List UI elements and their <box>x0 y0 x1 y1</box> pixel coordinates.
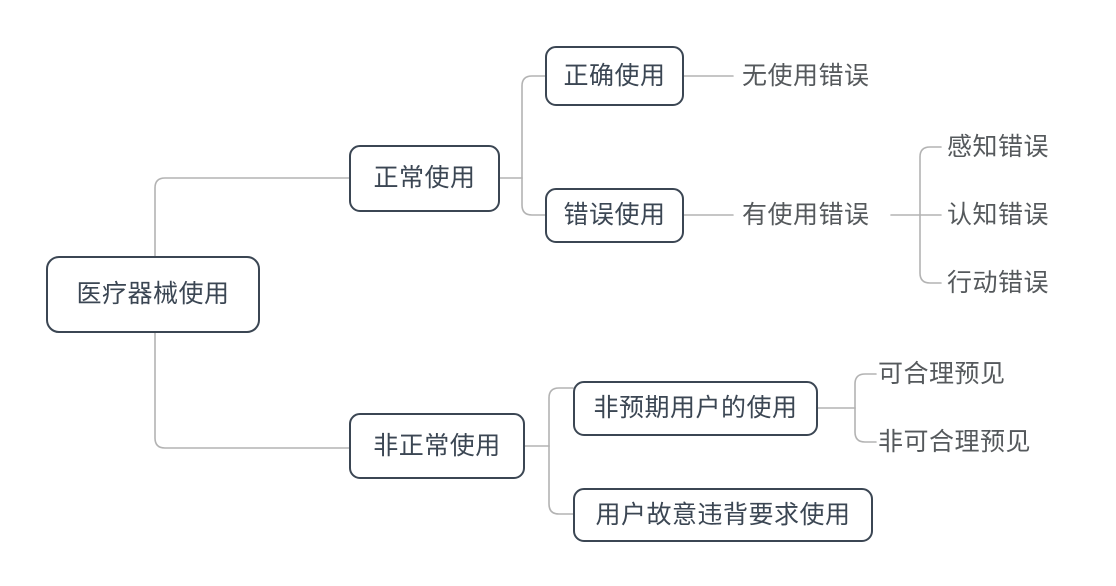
node-incorrect-use[interactable]: 错误使用 <box>545 188 684 243</box>
edge-unintended-notforeseeable <box>854 407 877 443</box>
edge-haserror-perception <box>919 146 942 216</box>
edge-abnormal-unintended <box>548 387 574 447</box>
leaf-has-use-error[interactable]: 有使用错误 <box>742 201 870 229</box>
node-root[interactable]: 医疗器械使用 <box>46 256 260 333</box>
node-unintended-user-use[interactable]: 非预期用户的使用 <box>573 381 818 436</box>
leaf-cognition-error[interactable]: 认知错误 <box>947 201 1050 229</box>
edge-normal-correct <box>521 75 546 179</box>
edge-normal-incorrect <box>521 177 546 216</box>
leaf-perception-error[interactable]: 感知错误 <box>947 133 1050 161</box>
edge-unintended-foreseeable <box>854 373 877 409</box>
leaf-reasonably-foreseeable[interactable]: 可合理预见 <box>878 360 1006 388</box>
leaf-no-use-error[interactable]: 无使用错误 <box>742 62 870 90</box>
node-normal-use[interactable]: 正常使用 <box>349 145 500 212</box>
node-correct-use[interactable]: 正确使用 <box>545 46 684 106</box>
leaf-action-error[interactable]: 行动错误 <box>947 269 1050 297</box>
edge-abnormal-intentional <box>548 445 574 515</box>
node-abnormal-use[interactable]: 非正常使用 <box>349 413 525 479</box>
leaf-not-reasonably-foreseeable[interactable]: 非可合理预见 <box>878 428 1032 456</box>
edge-haserror-action <box>919 214 942 284</box>
node-intentional-violation-use[interactable]: 用户故意违背要求使用 <box>573 488 873 542</box>
